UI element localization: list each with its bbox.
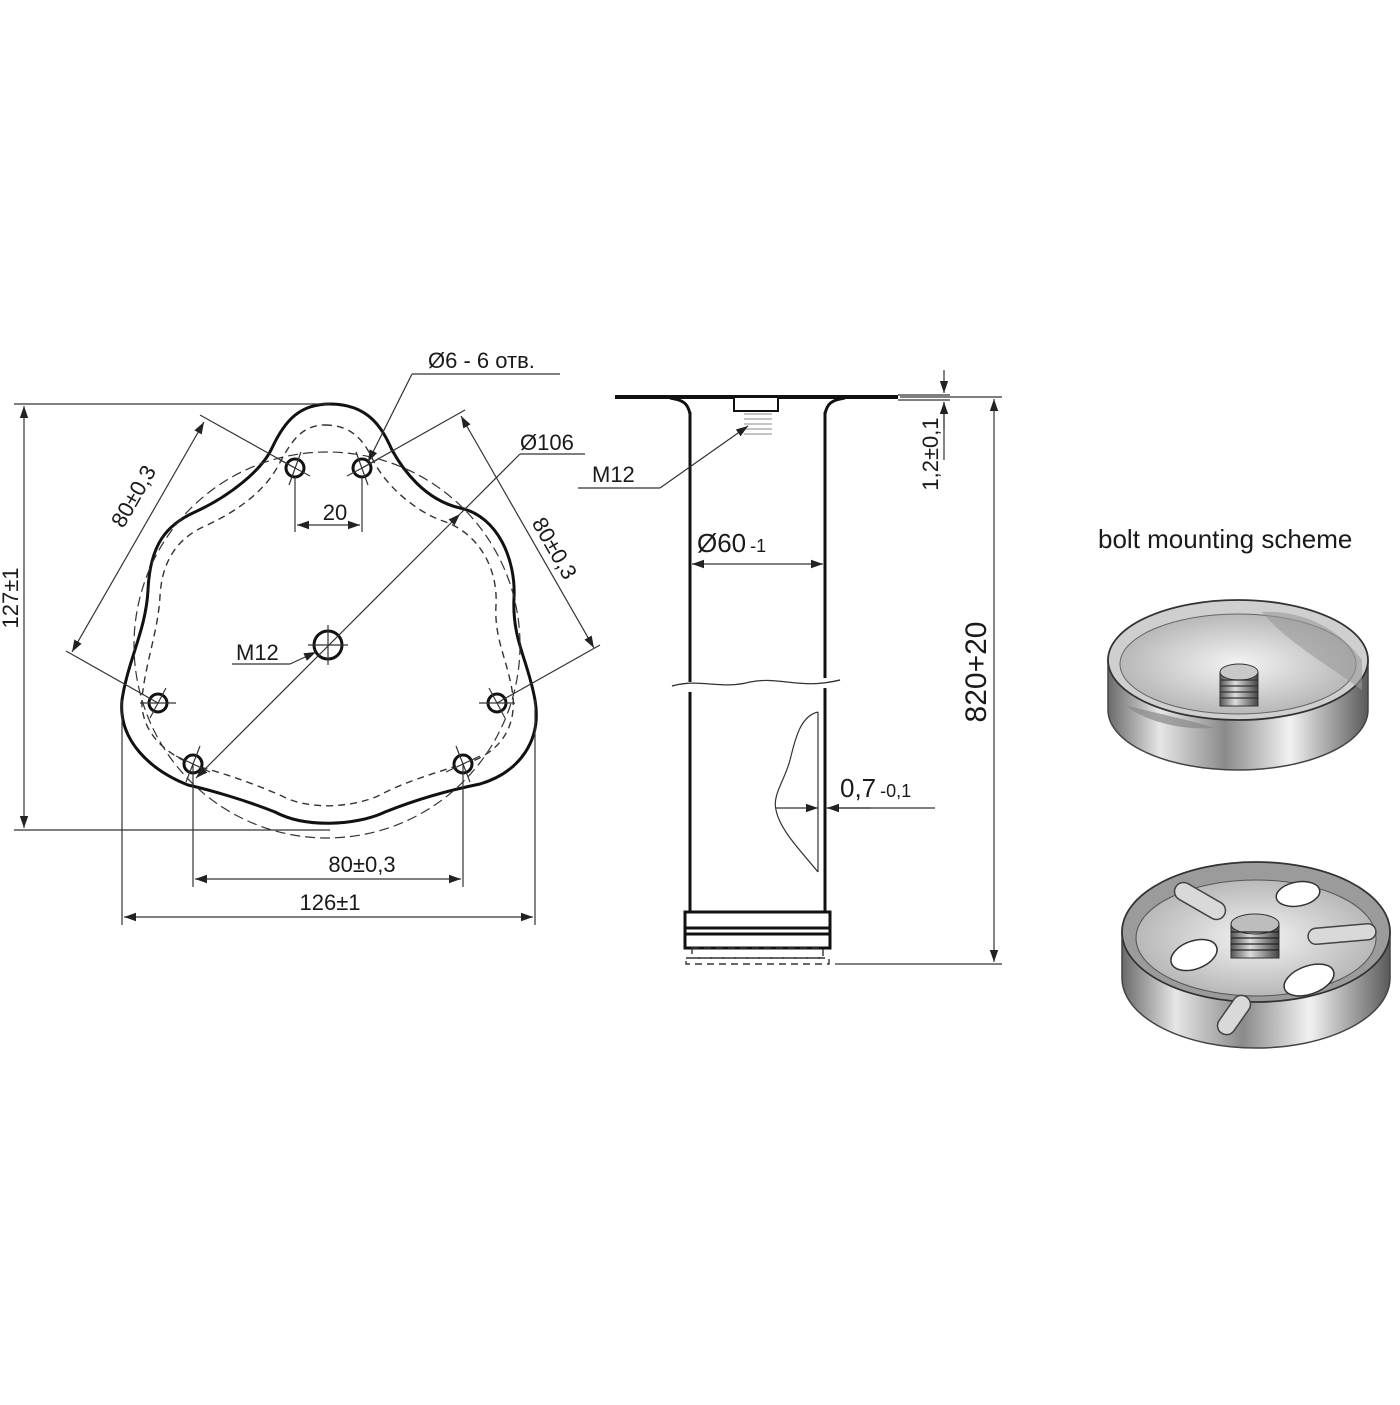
side-view: M12 Ø60-1 0,7-0,1 1,2±0,1 <box>578 370 1002 965</box>
width-dimension: 126±1 <box>121 700 536 925</box>
render-bottom-base <box>1121 861 1391 1049</box>
wall-section-cutaway <box>774 711 819 873</box>
thread-stub <box>744 413 772 435</box>
height-dimension: 127±1 <box>0 403 330 831</box>
side-thread-leader: M12 <box>578 425 749 489</box>
foot-adjuster-extension <box>691 947 824 959</box>
flange-left <box>669 396 692 415</box>
width-label: 126±1 <box>299 890 360 915</box>
side-thread-label: M12 <box>592 462 635 487</box>
bolt-scheme: bolt mounting scheme <box>1098 524 1391 1049</box>
wall-thickness-dimension: 0,7-0,1 <box>776 773 935 813</box>
render-top-assembly <box>1107 599 1369 771</box>
center-thread-label: M12 <box>236 640 279 665</box>
holes-leader: Ø6 - 6 отв. <box>367 348 560 463</box>
plan-view: 127±1 126±1 80±0,3 20 80±0,3 <box>0 348 601 925</box>
plate-thickness-dimension: 1,2±0,1 <box>898 370 950 491</box>
bolt-scheme-title: bolt mounting scheme <box>1098 524 1352 554</box>
tube-diameter-dimension: Ø60-1 <box>692 528 823 569</box>
bottom-spacing-label: 80±0,3 <box>328 852 395 877</box>
height-label: 127±1 <box>0 567 23 628</box>
tube-diameter-label: Ø60-1 <box>697 528 766 558</box>
bottom-spacing-dimension: 80±0,3 <box>192 764 464 887</box>
top-spacing-label: 20 <box>323 500 347 525</box>
top-nut <box>733 396 779 412</box>
bolt-circle-dimension: Ø106 <box>195 430 585 779</box>
foot-ring <box>683 910 832 950</box>
bolt-circle-label: Ø106 <box>520 430 574 455</box>
wall-thickness-label: 0,7-0,1 <box>840 773 911 803</box>
length-label: 820+20 <box>960 622 993 723</box>
holes-label: Ø6 - 6 отв. <box>428 348 535 373</box>
length-dimension: 820+20 <box>835 396 1002 965</box>
plate-thickness-label: 1,2±0,1 <box>918 417 943 490</box>
top-spacing-dimension: 20 <box>294 477 363 532</box>
left-spacing-label: 80±0,3 <box>106 461 161 532</box>
flange-right <box>823 396 846 415</box>
center-thread-leader: M12 <box>232 640 317 665</box>
right-spacing-label: 80±0,3 <box>527 513 582 584</box>
